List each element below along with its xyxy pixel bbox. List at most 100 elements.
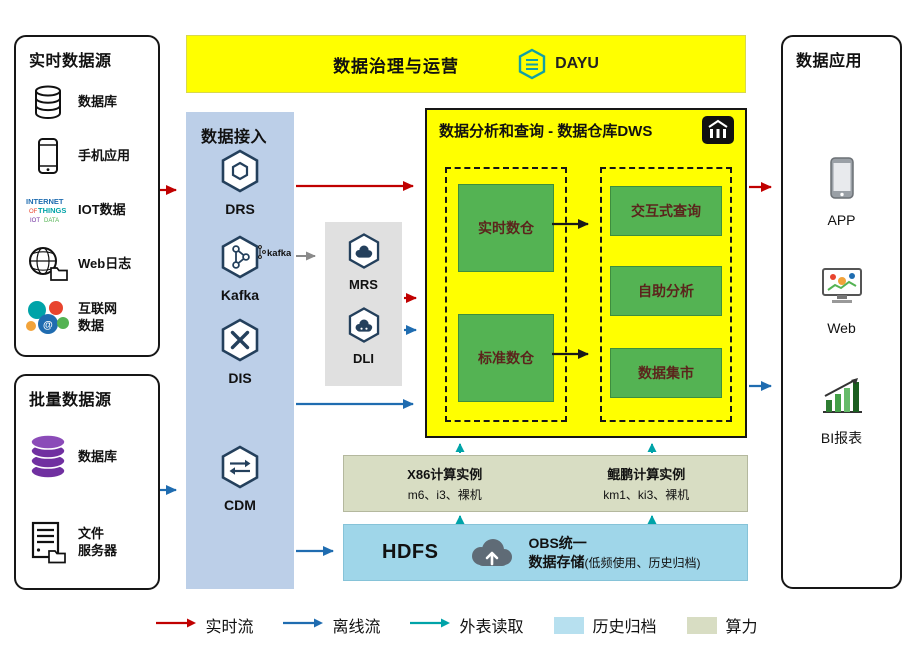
external-read-arrow-icon: [410, 616, 451, 634]
mobile-app-icon: [829, 157, 854, 199]
internet-bubbles-icon: @: [23, 299, 73, 337]
kunpeng-title: 鲲鹏计算实例: [607, 467, 686, 482]
obs-line2: 数据存储: [528, 553, 585, 570]
compute-power-swatch: [686, 616, 717, 634]
app-item-web: Web: [783, 267, 900, 336]
applications-panel: 数据应用 APP Web BI报表: [781, 35, 902, 589]
mrs-dli-panel: MRS DLI: [325, 222, 402, 386]
x86-title: X86计算实例: [407, 467, 483, 482]
file-server-icon: [23, 521, 73, 565]
hdfs-label: HDFS: [382, 541, 439, 563]
function-box-interactive-query: 交互式查询: [610, 186, 722, 236]
obs-cloud-icon: [466, 536, 518, 570]
dayu-hexagon-icon: [518, 48, 546, 80]
warehouse-box-standard: 标准数仓: [458, 314, 554, 402]
governance-banner: 数据治理与运营 DAYU: [186, 35, 746, 93]
legend-item-history-archive: 历史归档: [553, 613, 657, 637]
svg-text:@: @: [43, 320, 53, 331]
offline-flow-arrow-icon: [283, 616, 324, 634]
applications-title: 数据应用: [796, 53, 863, 70]
bi-chart-icon: [822, 378, 862, 413]
kunpeng-instances: 鲲鹏计算实例 km1、ki3、裸机: [546, 456, 748, 511]
source-label: Web日志: [78, 255, 132, 271]
history-archive-swatch: [553, 616, 584, 634]
legend-label: 算力: [725, 619, 758, 636]
service-dli: DLI: [325, 306, 402, 366]
app-label: APP: [827, 212, 856, 228]
source-label: 数据库: [78, 93, 118, 109]
svg-text:OF: OF: [29, 209, 38, 215]
dayu-logo: DAYU: [517, 48, 599, 80]
app-label: BI报表: [820, 430, 863, 446]
dli-hexagon-icon: [348, 307, 379, 343]
source-label: IOT数据: [78, 201, 126, 217]
kunpeng-models: km1、ki3、裸机: [603, 488, 690, 502]
legend-item-compute-power: 算力: [686, 613, 758, 637]
web-monitor-icon: [821, 268, 862, 303]
warehouse-group: 实时数仓 标准数仓: [445, 167, 567, 422]
legend: 实时流 离线流 外表读取 历史归档 算力: [0, 613, 914, 637]
x86-instances: X86计算实例 m6、i3、裸机: [344, 456, 546, 511]
smartphone-icon: [23, 137, 73, 175]
data-ingestion-panel: 数据接入 DRS: [186, 112, 294, 589]
source-label: 数据库: [78, 448, 118, 464]
svg-text:THINGS: THINGS: [38, 206, 66, 215]
svg-text:DATA: DATA: [44, 218, 59, 224]
source-item-batch-database: 数据库: [16, 414, 158, 500]
source-item-file-server: 文件 服务器: [16, 500, 158, 586]
legend-label: 外表读取: [459, 619, 524, 636]
service-cdm: CDM: [186, 444, 294, 513]
dis-hexagon-icon: [221, 318, 259, 362]
governance-title: 数据治理与运营: [333, 56, 460, 76]
kafka-wordmark: kafka: [257, 244, 292, 265]
realtime-sources-list: 数据库 手机应用 INTERNET OF THINGS IOT: [16, 75, 158, 345]
iot-wordcloud-icon: INTERNET OF THINGS IOT DATA: [23, 193, 73, 227]
dayu-label: DAYU: [555, 55, 599, 72]
svg-text:IOT: IOT: [30, 218, 40, 224]
dws-title: 数据分析和查询 - 数据仓库DWS: [439, 123, 653, 140]
x86-models: m6、i3、裸机: [407, 488, 482, 502]
storage-bar: HDFS OBS统一 数据存储(低频使用、历史归档): [343, 524, 748, 581]
cdm-hexagon-icon: [221, 445, 259, 489]
drs-label: DRS: [225, 201, 255, 217]
function-box-data-mart: 数据集市: [610, 348, 722, 398]
dli-label: DLI: [353, 351, 374, 366]
globe-folder-icon: [23, 245, 73, 283]
compute-instances-bar: X86计算实例 m6、i3、裸机 鲲鹏计算实例 km1、ki3、裸机: [343, 455, 748, 512]
database-purple-icon: [23, 432, 73, 482]
source-label: 文件 服务器: [78, 526, 118, 558]
legend-label: 历史归档: [592, 619, 657, 636]
realtime-sources-title: 实时数据源: [29, 53, 112, 70]
batch-sources-list: 数据库 文件 服务器: [16, 414, 158, 586]
drs-hexagon-icon: [221, 149, 259, 193]
source-item-database: 数据库: [16, 75, 158, 129]
obs-line1: OBS统一: [528, 534, 587, 551]
realtime-sources-panel: 实时数据源 数据库: [14, 35, 160, 357]
mrs-hexagon-icon: [348, 233, 379, 269]
legend-item-offline-flow: 离线流: [283, 613, 380, 637]
svg-text:INTERNET: INTERNET: [26, 197, 64, 206]
app-item-bi-report: BI报表: [783, 375, 900, 448]
function-group: 交互式查询 自助分析 数据集市: [600, 167, 732, 422]
source-label: 互联网 数据: [78, 301, 118, 333]
legend-item-realtime-flow: 实时流: [156, 613, 253, 637]
obs-note: (低频使用、历史归档): [584, 555, 701, 570]
cdm-label: CDM: [224, 497, 256, 513]
source-item-internet-data: @ 互联网 数据: [16, 291, 158, 345]
source-label: 手机应用: [78, 147, 131, 163]
legend-label: 实时流: [205, 619, 254, 636]
realtime-flow-arrow-icon: [156, 616, 197, 634]
function-box-self-service-analysis: 自助分析: [610, 266, 722, 316]
kafka-label: Kafka: [220, 287, 260, 303]
legend-item-external-read: 外表读取: [410, 613, 524, 637]
database-icon: [23, 83, 73, 121]
dis-label: DIS: [228, 370, 252, 386]
batch-sources-title: 批量数据源: [29, 392, 112, 409]
source-item-web-log: Web日志: [16, 237, 158, 291]
service-dis: DIS: [186, 317, 294, 386]
kafka-hexagon-icon: [221, 235, 259, 279]
batch-sources-panel: 批量数据源 数据库: [14, 374, 160, 590]
dws-panel: 数据分析和查询 - 数据仓库DWS 实时数仓 标准数仓 交互式查询 自助分析 数…: [425, 108, 747, 438]
source-item-iot: INTERNET OF THINGS IOT DATA IOT数据: [16, 183, 158, 237]
